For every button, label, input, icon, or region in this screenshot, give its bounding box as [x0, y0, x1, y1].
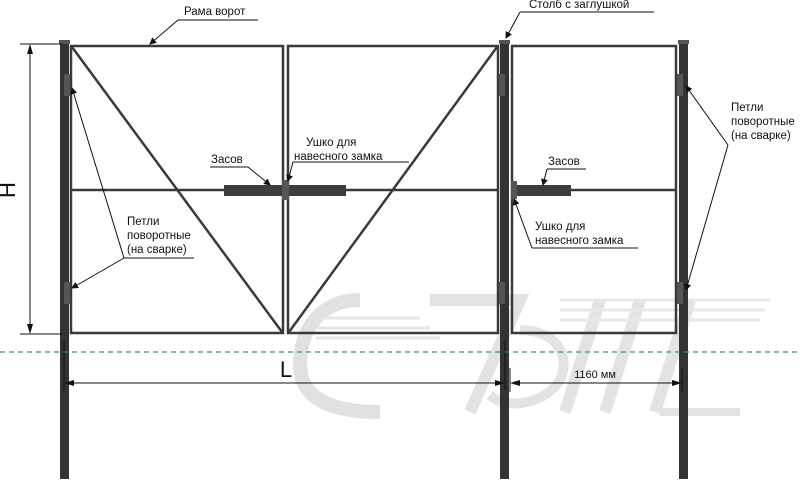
- gate-bolt-label: Засов: [211, 154, 243, 166]
- post-cap-label: Столб с заглушкой: [529, 0, 629, 11]
- hinges-right-line-3: (на сварке): [731, 130, 791, 142]
- gate-eye-line-1: Ушко для: [306, 137, 356, 149]
- height-label: H: [0, 182, 20, 198]
- middle-post-cap: [499, 40, 510, 44]
- right-post-cap: [678, 40, 689, 44]
- callout-gate-eye: [286, 161, 409, 182]
- wicket-bolt: [516, 185, 571, 196]
- right-post: [679, 42, 688, 479]
- gate-eye-line-2: навесного замка: [294, 151, 383, 163]
- callout-wicket-bolt: [541, 168, 586, 186]
- hinges-left-line-2: поворотные: [127, 230, 191, 242]
- wicket-eye-line-1: Ушко для: [535, 221, 585, 233]
- length-dimension: [63, 340, 506, 390]
- hinges-right-line-1: Петли: [731, 102, 763, 114]
- wicket-eye-line-2: навесного замка: [535, 235, 624, 247]
- callout-wicket-eye: [512, 198, 638, 249]
- wicket-bolt-label: Засов: [548, 156, 580, 168]
- hinges: [64, 74, 683, 304]
- callout-hinges-right: [684, 85, 729, 291]
- gate-padlock-eye: [282, 180, 289, 200]
- height-dimension: [20, 43, 62, 335]
- middle-post: [500, 42, 509, 479]
- posts: [59, 40, 689, 479]
- wicket-width-dimension: [509, 368, 683, 392]
- left-post: [60, 42, 69, 479]
- left-post-cap: [59, 40, 70, 44]
- callout-gate-bolt: [210, 166, 271, 186]
- hinges-left-line-3: (на сварке): [127, 244, 187, 256]
- callout-hinges-left: [70, 87, 194, 289]
- callout-post-cap: [505, 11, 654, 39]
- callout-gate-frame: [149, 19, 258, 45]
- hinges-left-line-1: Петли: [127, 216, 159, 228]
- hinges-right-line-2: поворотные: [731, 116, 795, 128]
- length-label: L: [280, 357, 292, 382]
- wicket-padlock-eye: [511, 181, 517, 199]
- company-logo-watermark: [292, 293, 770, 419]
- gate-frame-label: Рама ворот: [184, 6, 246, 18]
- wicket-width-label: 1160 мм: [574, 369, 616, 381]
